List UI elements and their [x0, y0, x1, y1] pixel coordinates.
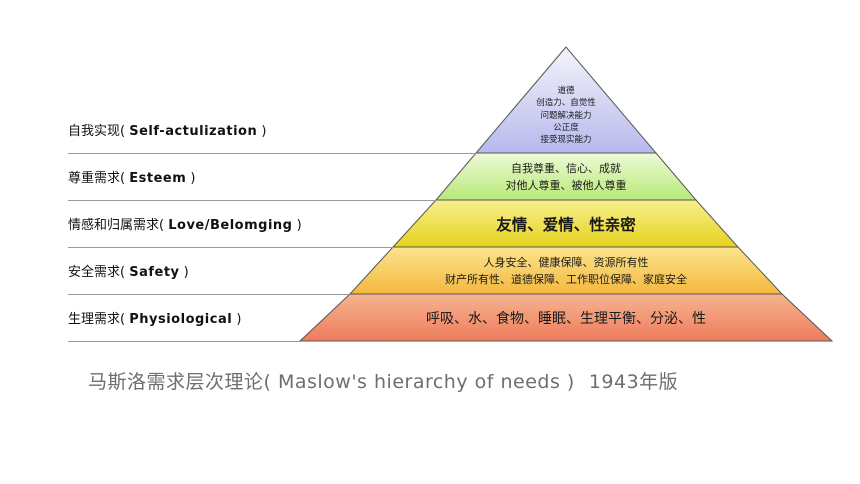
level-label-safety: 安全需求( Safety ): [68, 265, 189, 280]
tier-text-safety: 人身安全、健康保障、资源所有性 财产所有性、道德保障、工作职位保障、家庭安全: [445, 256, 687, 286]
separator-line: [68, 341, 300, 342]
level-label-love: 情感和归属需求( Love/Belomging ): [68, 218, 302, 233]
separator-line: [68, 200, 436, 201]
tier-text-physiological: 呼吸、水、食物、睡眠、生理平衡、分泌、性: [426, 311, 706, 327]
tier-text-self-actualization: 道德 创造力、自觉性 问题解决能力 公正度 接受现实能力: [536, 86, 596, 146]
level-label-esteem: 尊重需求( Esteem ): [68, 171, 196, 186]
level-label-physiological: 生理需求( Physiological ): [68, 312, 242, 327]
tier-text-esteem: 自我尊重、信心、成就 对他人尊重、被他人尊重: [505, 162, 627, 192]
level-label-self-actualization: 自我实现( Self-actulization ): [68, 124, 267, 139]
tier-text-love: 友情、爱情、性亲密: [496, 216, 636, 234]
separator-line: [68, 247, 393, 248]
separator-line: [68, 153, 476, 154]
tier-physiological: [298, 293, 834, 342]
separator-line: [68, 294, 350, 295]
figure-caption: 马斯洛需求层次理论( Maslow's hierarchy of needs )…: [88, 371, 679, 393]
